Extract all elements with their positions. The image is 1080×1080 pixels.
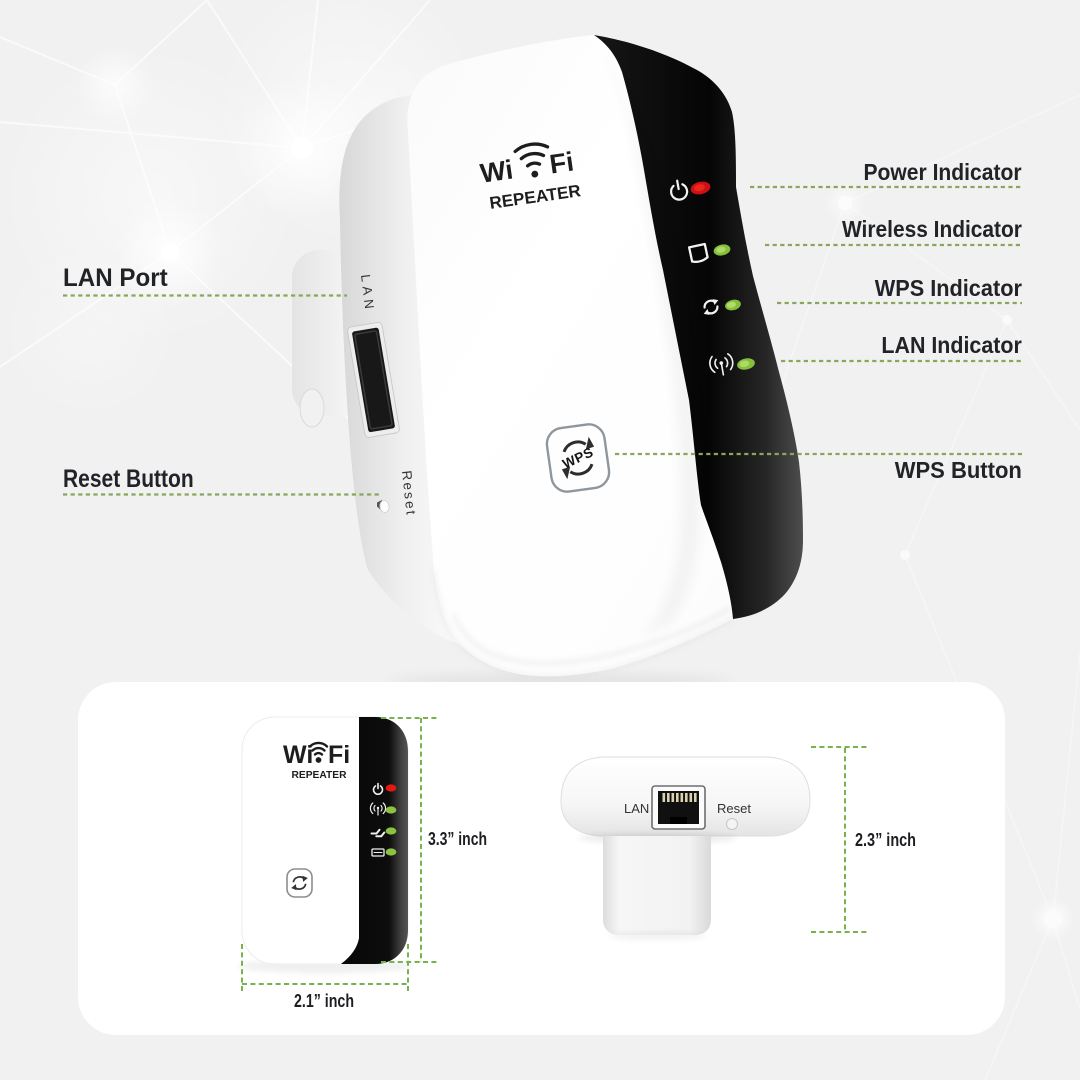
svg-text:REPEATER: REPEATER [292,769,347,781]
svg-text:Fi: Fi [328,741,350,769]
svg-text:Fi: Fi [548,146,576,179]
svg-text:LAN: LAN [624,801,649,816]
svg-text:Wi: Wi [478,154,515,188]
svg-text:3.3” inch: 3.3” inch [428,829,487,849]
svg-text:Reset: Reset [717,801,751,816]
svg-text:2.3” inch: 2.3” inch [855,830,916,850]
svg-text:Reset: Reset [399,470,419,518]
svg-text:Wi: Wi [283,741,313,769]
svg-text:2.1” inch: 2.1” inch [294,991,354,1011]
svg-text:LAN: LAN [358,274,378,315]
